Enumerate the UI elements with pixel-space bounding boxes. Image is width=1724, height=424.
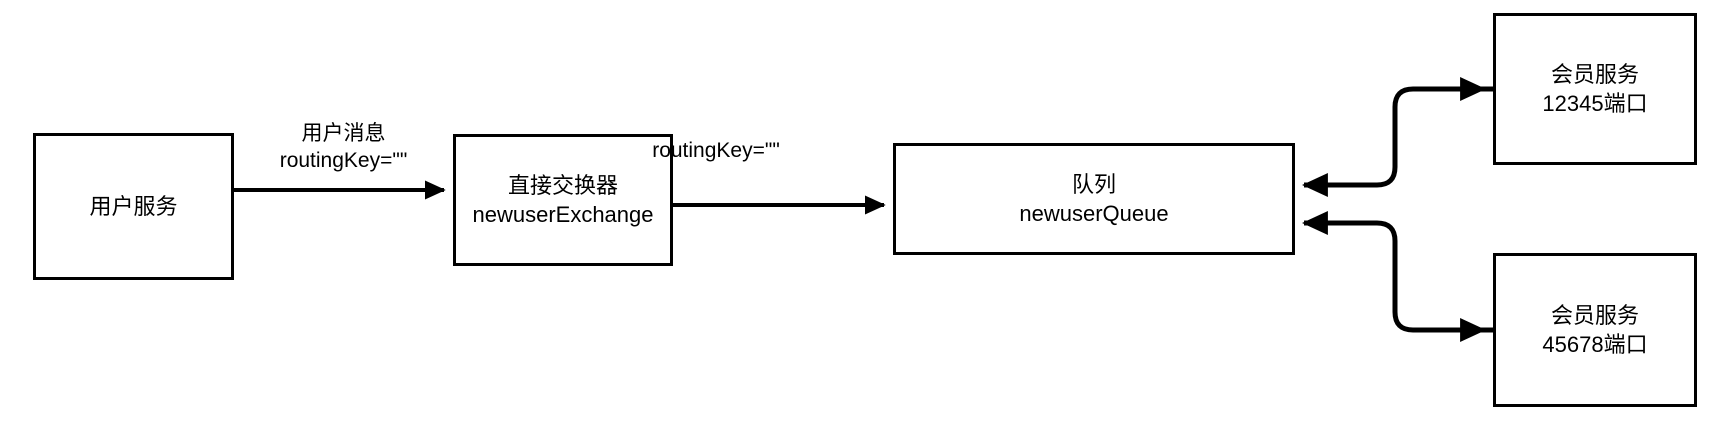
node-queue[interactable]: 队列 newuserQueue: [893, 143, 1295, 255]
edge-label-exchange-to-queue: routingKey="": [646, 137, 786, 164]
node-member-service-2-title: 会员服务: [1550, 302, 1639, 328]
node-member-service-1-title: 会员服务: [1550, 61, 1639, 87]
node-exchange[interactable]: 直接交换器 newuserExchange: [453, 134, 673, 266]
node-user-service-title: 用户服务: [89, 193, 178, 219]
edge-member-service-2-to-queue: [1301, 211, 1493, 333]
node-member-service-2[interactable]: 会员服务 45678端口: [1493, 253, 1697, 407]
node-member-service-1[interactable]: 会员服务 12345端口: [1493, 13, 1697, 165]
node-queue-name: newuserQueue: [1019, 201, 1169, 226]
edge-label-exchange-to-queue-line1: routingKey="": [652, 139, 780, 162]
node-exchange-title: 直接交换器: [507, 172, 618, 198]
node-member-service-1-port: 12345端口: [1542, 91, 1648, 116]
edge-member-service-1-to-queue: [1301, 86, 1493, 197]
node-queue-title: 队列: [1071, 171, 1116, 197]
node-member-service-2-port: 45678端口: [1542, 332, 1648, 357]
edge-label-user-to-exchange-line1: 用户消息: [301, 122, 386, 145]
edge-label-user-to-exchange: 用户消息 routingKey="": [236, 120, 451, 175]
node-user-service[interactable]: 用户服务: [33, 133, 234, 280]
node-exchange-name: newuserExchange: [472, 202, 654, 227]
edge-label-user-to-exchange-line2: routingKey="": [279, 149, 408, 173]
